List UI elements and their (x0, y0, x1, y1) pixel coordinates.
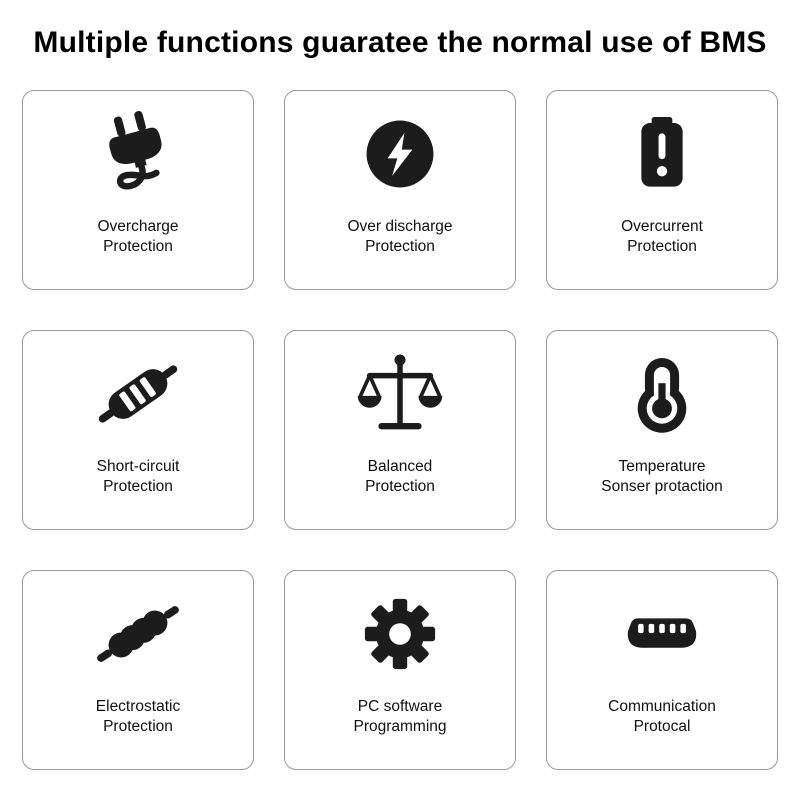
card-label: Temperature Sonser protaction (601, 457, 723, 498)
card-label-line1: Communication (608, 698, 716, 715)
card-temperature-sensor-protection: Temperature Sonser protaction (546, 330, 778, 530)
thermometer-icon (617, 331, 707, 457)
card-over-discharge-protection: Over discharge Protection (284, 90, 516, 290)
card-label-line2: Protection (103, 718, 173, 736)
card-overcharge-protection: Overcharge Protection (22, 90, 254, 290)
card-label-line1: PC software (357, 698, 443, 715)
card-label: Electrostatic Protection (96, 697, 180, 738)
mini-usb-icon (616, 571, 708, 697)
balance-scale-icon (354, 331, 446, 457)
resistor-icon (90, 331, 186, 457)
card-electrostatic-protection: Electrostatic Protection (22, 570, 254, 770)
card-label: Overcurrent Protection (621, 217, 703, 258)
card-label-line2: Protection (365, 238, 435, 256)
gear-icon (355, 571, 445, 697)
card-communication-protocol: Communication Protocal (546, 570, 778, 770)
card-pc-software-programming: PC software Programming (284, 570, 516, 770)
card-label-line2: Sonser protaction (601, 478, 723, 496)
card-label-line2: Programming (353, 718, 447, 736)
card-label: Overcharge Protection (98, 217, 179, 258)
card-overcurrent-protection: Overcurrent Protection (546, 90, 778, 290)
lightning-bolt-icon (356, 91, 444, 217)
card-label-line1: Overcharge (97, 218, 179, 235)
electrostatic-resistor-icon (90, 571, 186, 697)
card-label: Communication Protocal (608, 697, 716, 738)
card-label-line1: Balanced (367, 458, 433, 475)
feature-grid: Overcharge Protection Over discharge Pro… (0, 60, 800, 770)
card-label-line2: Protocal (633, 718, 691, 736)
card-label-line2: Protection (365, 478, 435, 496)
page-title: Multiple functions guaratee the normal u… (33, 26, 767, 59)
card-label: Over discharge Protection (347, 217, 452, 258)
card-label: Short-circuit Protection (97, 457, 180, 498)
card-label-line1: Over discharge (347, 218, 453, 235)
card-label-line2: Protection (627, 238, 697, 256)
battery-alert-icon (619, 91, 705, 217)
card-label-line1: Overcurrent (621, 218, 703, 235)
card-short-circuit-protection: Short-circuit Protection (22, 330, 254, 530)
card-label: Balanced Protection (365, 457, 435, 498)
card-label-line2: Protection (103, 238, 173, 256)
card-label-line1: Short-circuit (96, 458, 180, 475)
card-label-line1: Electrostatic (95, 698, 181, 715)
card-label: PC software Programming (353, 697, 446, 738)
card-label-line1: Temperature (618, 458, 706, 475)
plug-icon (92, 91, 184, 217)
card-balanced-protection: Balanced Protection (284, 330, 516, 530)
card-label-line2: Protection (103, 478, 173, 496)
